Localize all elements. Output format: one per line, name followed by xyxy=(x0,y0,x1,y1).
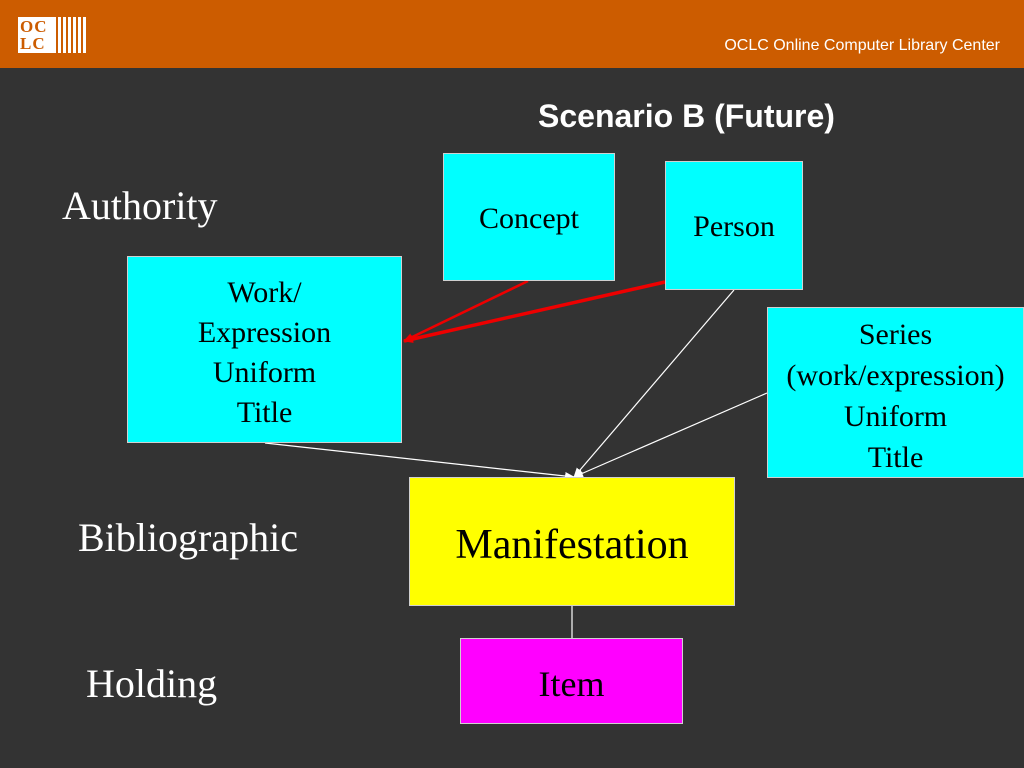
node-series-line: Series xyxy=(858,318,933,351)
header-bar: OC LC OCLC Online Computer Library Cente… xyxy=(0,0,1024,68)
node-series-line: (work/expression) xyxy=(786,359,1005,392)
level-label-authority: Authority xyxy=(62,183,218,228)
node-person-label: Person xyxy=(693,210,775,243)
node-manifestation: Manifestation xyxy=(409,477,735,606)
logo-bars-icon xyxy=(58,17,86,53)
org-name: OCLC Online Computer Library Center xyxy=(724,37,1000,54)
node-concept: Concept xyxy=(443,153,615,281)
edge-concept-to-work xyxy=(403,279,529,343)
edge-person-to-manifestation xyxy=(573,289,735,478)
node-person: Person xyxy=(665,161,803,290)
node-series-line: Uniform xyxy=(843,400,948,433)
edge-work-to-manifestation xyxy=(264,442,575,480)
logo-top-letters: OC xyxy=(20,17,48,36)
level-label-bibliographic: Bibliographic xyxy=(78,515,298,560)
node-series-line: Title xyxy=(867,441,924,474)
node-work-line: Uniform xyxy=(212,356,317,389)
level-label-holding: Holding xyxy=(86,661,218,706)
node-concept-label: Concept xyxy=(479,202,579,235)
slide-title: Scenario B (Future) xyxy=(538,98,835,134)
oclc-logo: OC LC xyxy=(18,17,86,53)
node-work-expression-uniform-title: Work/ Expression Uniform Title xyxy=(127,256,402,443)
node-manifestation-label: Manifestation xyxy=(455,522,689,568)
edge-series-to-manifestation xyxy=(573,392,768,478)
node-work-line: Work/ xyxy=(227,276,302,309)
node-series-uniform-title: Series (work/expression) Uniform Title xyxy=(767,307,1024,478)
node-work-line: Title xyxy=(236,396,293,429)
edge-person-to-work xyxy=(403,280,666,343)
node-item: Item xyxy=(460,638,683,724)
logo-letters: OC LC xyxy=(18,17,56,53)
logo-bottom-letters: LC xyxy=(20,34,46,53)
node-item-label: Item xyxy=(538,664,605,704)
node-work-line: Expression xyxy=(197,316,332,349)
